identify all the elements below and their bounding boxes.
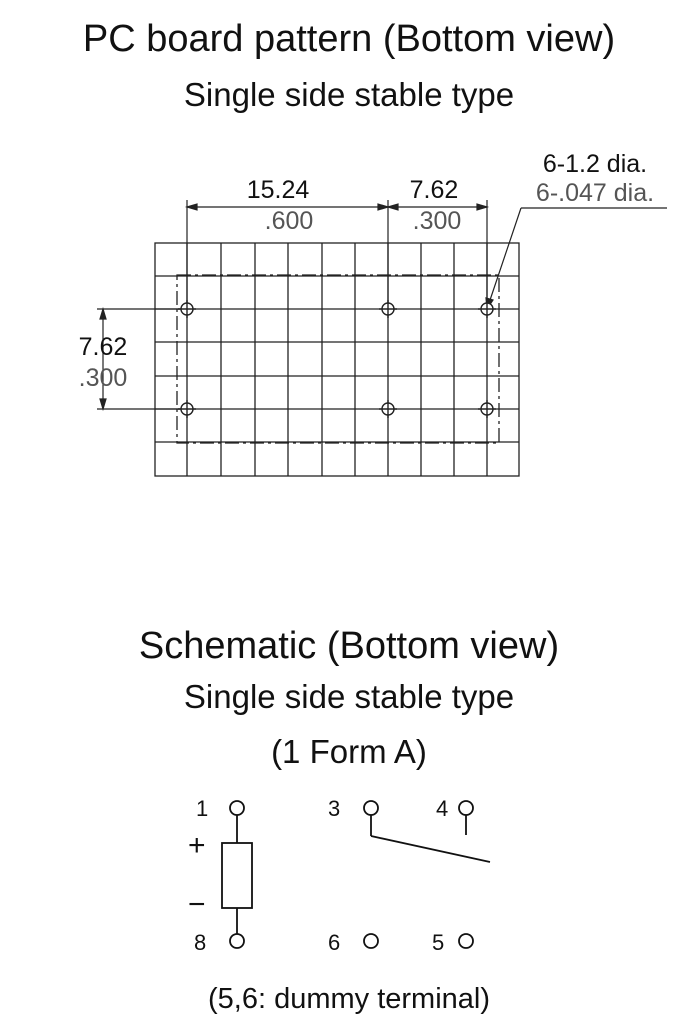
arrow-head [377, 203, 391, 211]
pcb-holes [178, 300, 496, 418]
pcb-pattern-diagram: 15.24 7.62 7.62 6-1.2 dia. .600 .300 .30… [79, 150, 667, 477]
contact-arm [370, 835, 491, 863]
arrow-head [99, 398, 107, 412]
pcb-grid-border [154, 242, 520, 477]
arrow-head [184, 203, 198, 211]
pcb-hole [379, 300, 397, 318]
coil-plus-label: + [188, 829, 206, 862]
relay-outline [176, 274, 500, 444]
terminal-8-pad [229, 933, 245, 949]
pcb-subtitle: Single side stable type [183, 76, 515, 113]
hole-label-in: 6-.047 dia. [536, 179, 654, 207]
pcb-hole [178, 300, 196, 318]
terminal-1-pad [229, 800, 245, 816]
pcb-hole [478, 300, 496, 318]
dim-label-762-mm: 7.62 [410, 176, 459, 204]
dummy-terminal-note: (5,6: dummy terminal) [207, 983, 490, 1015]
terminal-5-pad [458, 933, 474, 949]
dim-label-1524-mm: 15.24 [247, 176, 310, 204]
dim-label-vert-mm: 7.62 [79, 333, 128, 361]
dim-label-762-in: .300 [413, 207, 462, 235]
terminal-5-label: 5 [432, 930, 444, 955]
hole-label-mm: 6-1.2 dia. [543, 150, 647, 178]
terminal-4-pad [458, 800, 474, 816]
terminal-1-label: 1 [196, 796, 208, 821]
arrow-head [476, 203, 490, 211]
terminal-6-pad [363, 933, 379, 949]
arrow-head [385, 203, 399, 211]
pcb-grid [154, 242, 520, 477]
schematic-subtitle: Single side stable type [183, 678, 515, 715]
terminal-4-label: 4 [436, 796, 448, 821]
dim-label-vert-in: .300 [79, 364, 128, 392]
arrow-head [99, 306, 107, 320]
dim-label-1524-in: .600 [265, 207, 314, 235]
dimension-lines [97, 200, 667, 412]
contact-form-label: (1 Form A) [271, 733, 427, 770]
pcb-hole [379, 400, 397, 418]
schematic-title: Schematic (Bottom view) [138, 625, 560, 667]
terminal-3-label: 3 [328, 796, 340, 821]
terminal-6-label: 6 [328, 930, 340, 955]
coil-symbol [221, 842, 253, 909]
terminal-3-pad [363, 800, 379, 816]
pcb-title: PC board pattern (Bottom view) [82, 18, 616, 60]
pcb-hole [478, 400, 496, 418]
coil-minus-label: − [188, 888, 206, 921]
pcb-hole [178, 400, 196, 418]
leader-line [486, 207, 522, 310]
terminal-8-label: 8 [194, 930, 206, 955]
